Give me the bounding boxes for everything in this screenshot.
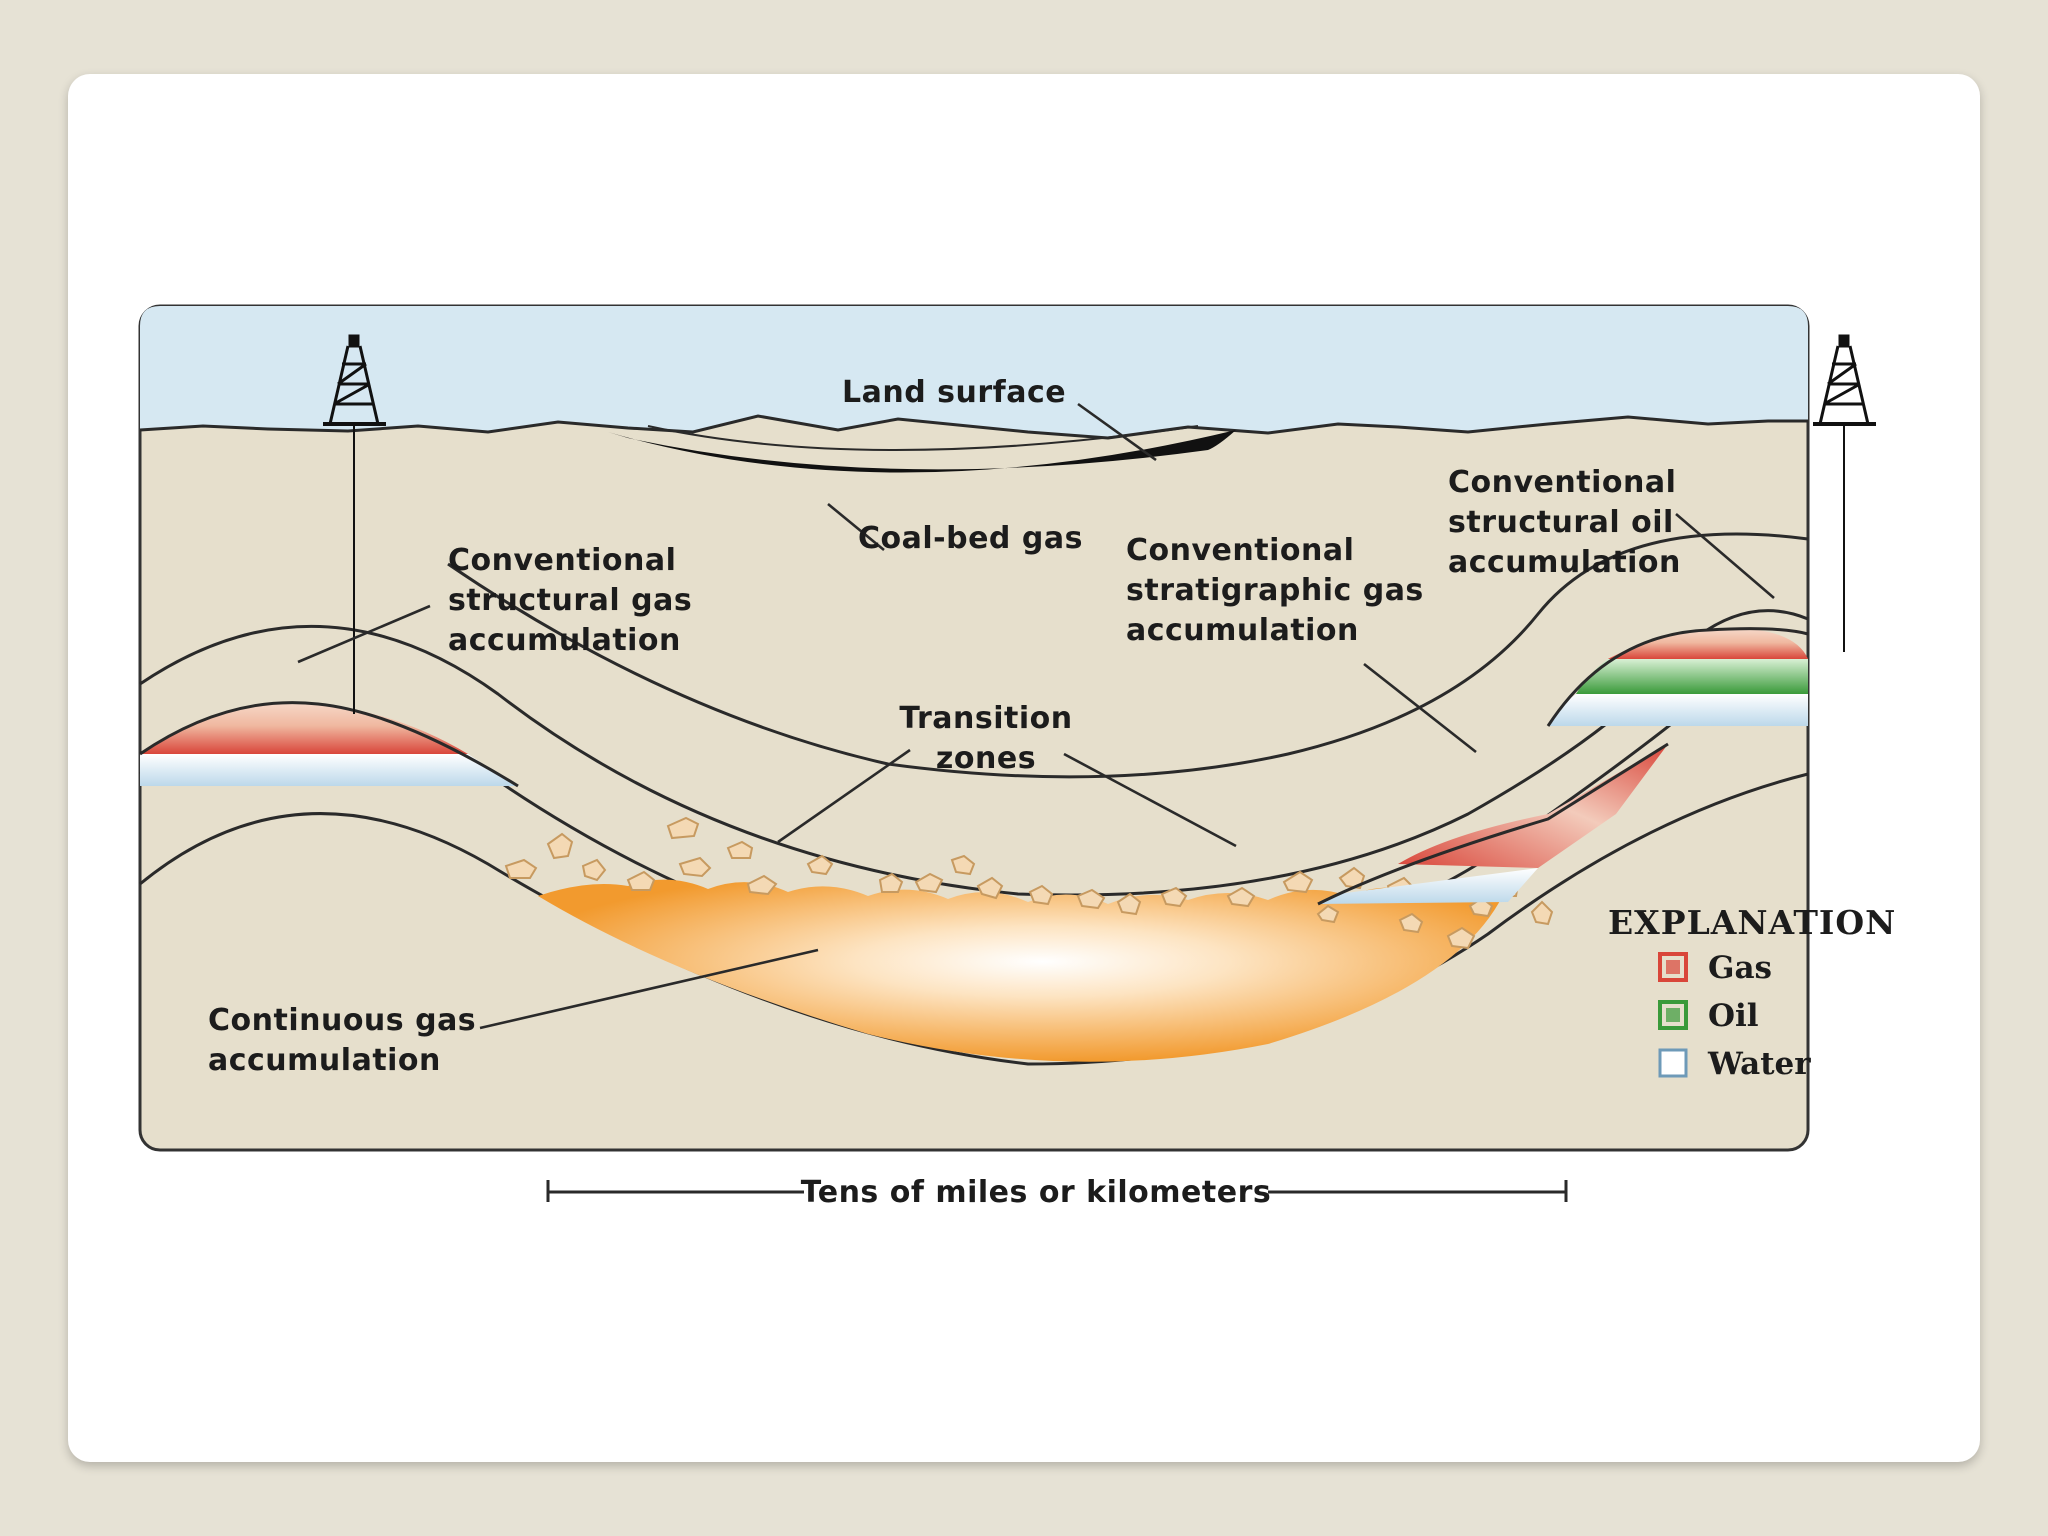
label-struct-oil-2: structural oil (1448, 505, 1674, 540)
label-struct-oil-3: accumulation (1448, 545, 1681, 580)
leader-land-surface (1077, 402, 1157, 462)
leader-continuous-gas (479, 948, 819, 1030)
leader-transition-right (1063, 752, 1237, 848)
label-struct-gas-2: structural gas (448, 583, 692, 618)
legend-title: EXPLANATION (1608, 903, 1896, 942)
petroleum-accumulation-diagram: Land surface Coal-bed gas Conventional s… (138, 304, 1896, 1210)
label-transition-2: zones (936, 741, 1036, 776)
leader-struct-oil (1675, 513, 1775, 599)
left-gas-dome (140, 702, 468, 754)
label-strat-gas-3: accumulation (1126, 613, 1359, 648)
leader-struct-gas (297, 604, 431, 664)
label-transition-1: Transition (899, 701, 1072, 736)
slide: Land surface Coal-bed gas Conventional s… (68, 74, 1980, 1462)
strat-wedge-outline (1317, 742, 1669, 906)
label-land-surface: Land surface (842, 375, 1066, 410)
label-strat-gas-2: stratigraphic gas (1126, 573, 1424, 608)
right-oil-band (1576, 659, 1808, 694)
stratum-line-1 (447, 532, 1809, 779)
left-dome-outline (139, 701, 519, 788)
label-coal-bed-gas: Coal-bed gas (858, 521, 1083, 556)
legend-label-gas: Gas (1708, 950, 1772, 986)
left-drilling-rig-icon (323, 334, 386, 714)
label-struct-gas-1: Conventional (448, 543, 676, 578)
right-drilling-rig-icon (1813, 334, 1876, 652)
legend-label-oil: Oil (1708, 998, 1759, 1034)
strat-water-band (1318, 868, 1538, 904)
legend-swatch-water (1658, 1048, 1688, 1078)
stratum-line-4 (139, 772, 1809, 1066)
right-dome-outline (1546, 627, 1809, 727)
transition-zone-fragments (504, 816, 1554, 950)
sky (140, 306, 1808, 438)
coal-bed-layer (608, 430, 1236, 473)
continuous-gas-body (538, 879, 1508, 1062)
label-continuous-gas-1: Continuous gas (208, 1003, 476, 1038)
label-scale: Tens of miles or kilometers (801, 1175, 1272, 1210)
legend-swatch-oil-fill (1666, 1008, 1680, 1022)
strat-gas-wedge (1398, 744, 1668, 868)
scale-bar (546, 1180, 1568, 1202)
label-struct-oil-1: Conventional (1448, 465, 1676, 500)
legend-swatch-gas (1658, 952, 1688, 982)
land-surface-line (139, 414, 1808, 440)
legend-label-water: Water (1707, 1046, 1811, 1082)
leader-strat-gas (1363, 662, 1477, 754)
legend-swatch-gas-fill (1666, 960, 1680, 974)
leader-coal-bed-gas (827, 502, 885, 552)
right-water-band (1548, 694, 1808, 726)
coal-bed-upper-line (647, 425, 1199, 451)
right-gas-cap (1608, 629, 1808, 659)
left-water-band (140, 754, 518, 786)
label-continuous-gas-2: accumulation (208, 1043, 441, 1078)
label-struct-gas-3: accumulation (448, 623, 681, 658)
label-strat-gas-1: Conventional (1126, 533, 1354, 568)
leader-transition-left (777, 748, 911, 844)
